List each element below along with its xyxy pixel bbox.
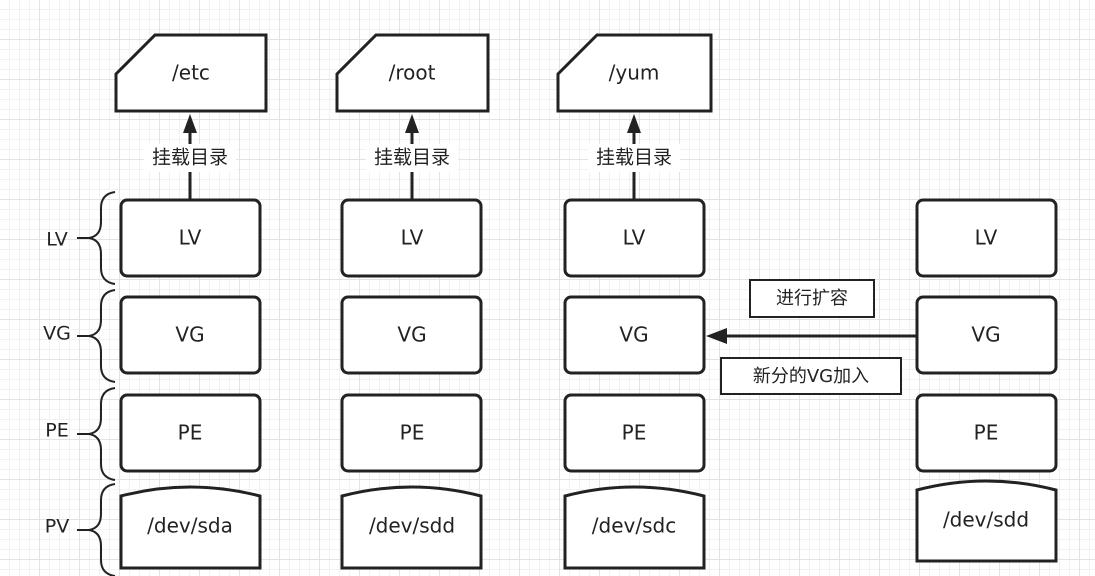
note-new-vg-text: 新分的VG加入: [753, 366, 869, 387]
side-label-pe: PE: [45, 420, 68, 442]
arrow-left-icon: [706, 328, 727, 344]
column-etc: /etc 挂载目录 LV VG PE /dev/sda: [114, 33, 268, 570]
mount-label-bg: [144, 144, 236, 172]
pe-box-2: [340, 393, 483, 473]
pe-label-2: PE: [400, 421, 425, 445]
lv-label-3: LV: [623, 226, 646, 250]
lv-label-1: LV: [179, 226, 202, 250]
brace-lv: [88, 191, 116, 285]
mount-label-yum: 挂载目录: [596, 147, 672, 169]
lv-box-3: [563, 198, 706, 278]
brace-pe: [88, 387, 116, 481]
side-label-vg: VG: [43, 323, 71, 345]
pe-box-1: [119, 393, 262, 473]
pv-disk-1: [119, 485, 262, 570]
pv-disk-4: [915, 479, 1058, 563]
column-yum: /yum 挂载目录 LV VG PE /dev/sdc: [556, 33, 713, 570]
pe-box-4: [915, 393, 1058, 473]
mount-card-root: [335, 33, 490, 113]
lv-box-2: [340, 198, 483, 278]
pe-label-3: PE: [622, 421, 647, 445]
pv-label-1: /dev/sda: [147, 514, 233, 538]
side-label-lv-group: LV: [46, 191, 116, 285]
vg-label-3: VG: [619, 323, 648, 347]
side-label-vg-group: VG: [43, 289, 116, 383]
pe-label-1: PE: [178, 421, 203, 445]
mount-card-yum: [556, 33, 713, 113]
note-expand: [749, 279, 875, 318]
mount-point-yum: /yum: [609, 61, 660, 85]
mount-card-etc: [114, 33, 268, 113]
expand-connector: 进行扩容 新分的VG加入: [706, 279, 917, 395]
lv-box-4: [915, 198, 1058, 278]
vg-box-4: [915, 295, 1058, 375]
arrow-head-icon: [183, 114, 197, 133]
vg-label-4: VG: [971, 323, 1000, 347]
pe-box-3: [563, 393, 706, 473]
arrow-head-icon: [627, 114, 641, 133]
pv-disk-3: [563, 485, 706, 570]
lv-box-1: [119, 198, 262, 278]
side-label-pv-group: PV: [45, 483, 116, 576]
vg-box-3: [563, 295, 706, 375]
side-label-pv: PV: [45, 516, 69, 538]
pv-label-4: /dev/sdd: [943, 508, 1029, 532]
side-label-lv: LV: [46, 229, 68, 251]
mount-label-etc: 挂载目录: [152, 147, 228, 169]
pv-label-2: /dev/sdd: [369, 514, 455, 538]
mount-label-bg: [588, 144, 680, 172]
note-expand-text: 进行扩容: [776, 288, 848, 309]
mount-label-root: 挂载目录: [374, 147, 450, 169]
vg-label-1: VG: [175, 323, 204, 347]
pv-label-3: /dev/sdc: [592, 514, 676, 538]
note-new-vg: [720, 357, 902, 395]
pe-label-4: PE: [974, 421, 999, 445]
brace-pv: [88, 483, 116, 576]
arrow-head-icon: [405, 114, 419, 133]
lv-label-4: LV: [975, 226, 998, 250]
vg-box-1: [119, 295, 262, 375]
lv-label-2: LV: [401, 226, 424, 250]
brace-vg: [88, 289, 116, 383]
side-label-pe-group: PE: [45, 387, 116, 481]
column-root: /root 挂载目录 LV VG PE /dev/sdd: [335, 33, 490, 570]
mount-point-etc: /etc: [172, 61, 210, 85]
mount-point-root: /root: [389, 61, 436, 85]
pv-disk-2: [340, 485, 483, 570]
vg-box-2: [340, 295, 483, 375]
vg-label-2: VG: [397, 323, 426, 347]
mount-label-bg: [366, 144, 458, 172]
column-new-disk: LV VG PE /dev/sdd: [915, 198, 1058, 563]
